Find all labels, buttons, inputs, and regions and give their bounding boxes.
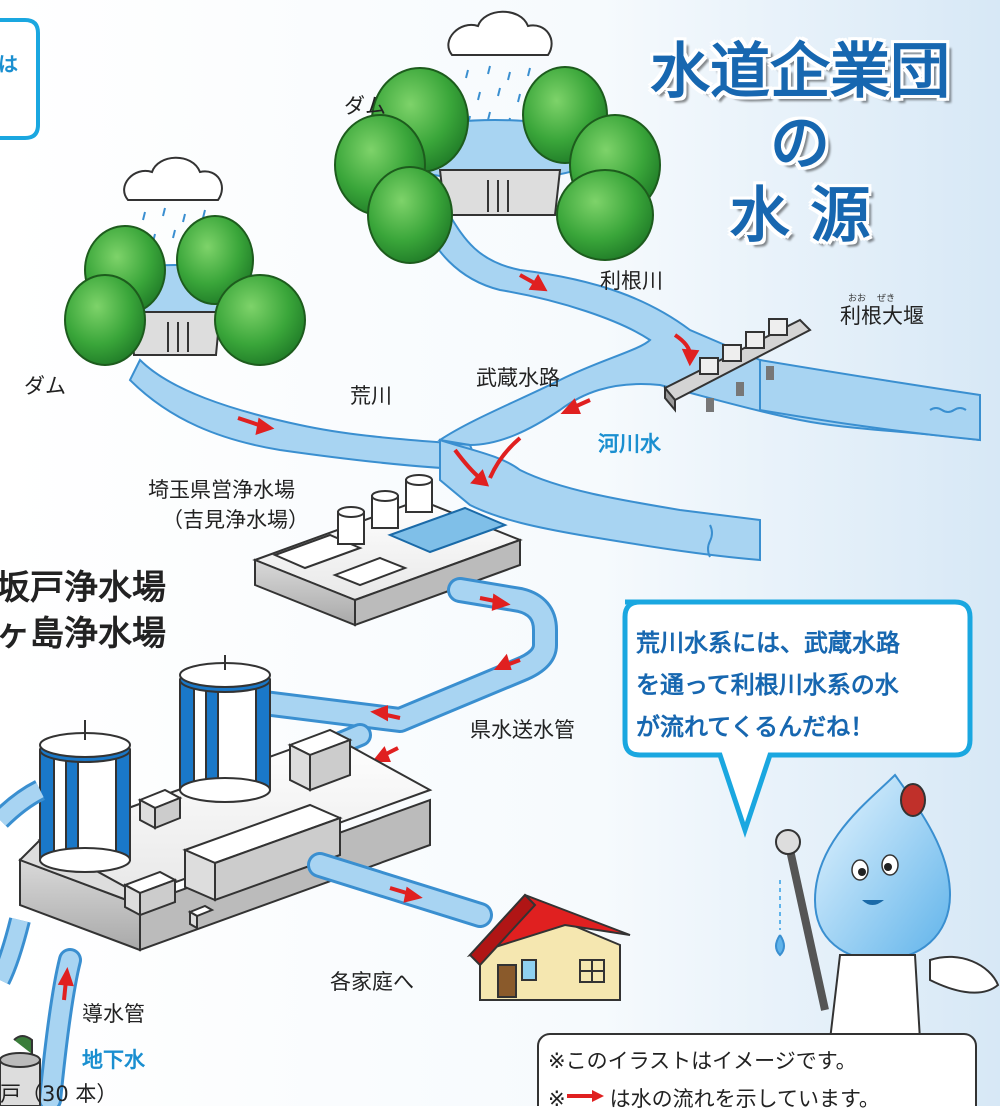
label-intake-pipe: 導水管: [82, 1002, 145, 1026]
speech-line-2: を通って利根川水系の水: [636, 671, 899, 699]
label-dam-top: ダム: [344, 94, 386, 118]
speech-line-1: 荒川水系には、武蔵水路: [636, 629, 900, 657]
flow-arrows: [237, 273, 700, 487]
top-left-bubble-text: は: [0, 52, 18, 76]
plant-name-1: 坂戸浄水場: [0, 568, 166, 608]
title-line-2: の: [770, 109, 830, 179]
dam-left: [64, 156, 306, 366]
note-line-1: ※このイラストはイメージです。: [548, 1049, 857, 1073]
label-musashi-channel: 武蔵水路: [476, 366, 560, 390]
label-wells: 戸（30 本）: [0, 1082, 118, 1106]
page-title: 水道企業団 の 水 源: [620, 36, 980, 252]
label-arakawa: 荒川: [350, 384, 392, 408]
label-saitama-plant-sub: （吉見浄水場）: [162, 508, 309, 532]
label-river-water: 河川水: [598, 432, 661, 456]
note-line-2-text: は水の流れを示しています。: [609, 1087, 880, 1111]
dam-top: [334, 10, 661, 264]
label-tone-weir: 利根大堰: [840, 304, 924, 328]
label-tone-weir-ruby-2: ぜき: [877, 294, 896, 304]
speech-bubble-text: 荒川水系には、武蔵水路 を通って利根川水系の水 が流れてくるんだね！: [636, 622, 966, 748]
saitama-plant: [252, 474, 523, 627]
main-plant: [18, 655, 433, 952]
tone-weir: [663, 318, 812, 413]
note-line-2-prefix: ※: [548, 1087, 566, 1111]
title-line-1: 水道企業団: [650, 37, 950, 107]
speech-bubble: [622, 599, 973, 838]
note-line-2: ※ は水の流れを示しています。: [548, 1080, 880, 1118]
label-saitama-plant: 埼玉県営浄水場: [148, 478, 295, 502]
note-text: ※このイラストはイメージです。 ※ は水の流れを示しています。: [548, 1042, 880, 1118]
top-left-bubble: [0, 18, 40, 140]
label-tone-weir-ruby-1: おお: [848, 294, 867, 304]
plant-name-2: ヶ島浄水場: [0, 614, 166, 654]
label-tone-river: 利根川: [600, 269, 663, 293]
house: [466, 893, 631, 1001]
label-groundwater: 地下水: [82, 1048, 145, 1072]
well: [0, 1035, 41, 1106]
label-dam-left: ダム: [24, 374, 66, 398]
title-line-3: 水 源: [729, 181, 871, 251]
speech-line-3: が流れてくるんだね！: [636, 713, 875, 741]
river-system: [128, 198, 981, 562]
note-box: [537, 1033, 977, 1106]
label-prefectural-pipe: 県水送水管: [470, 718, 575, 742]
label-to-homes: 各家庭へ: [330, 970, 414, 994]
